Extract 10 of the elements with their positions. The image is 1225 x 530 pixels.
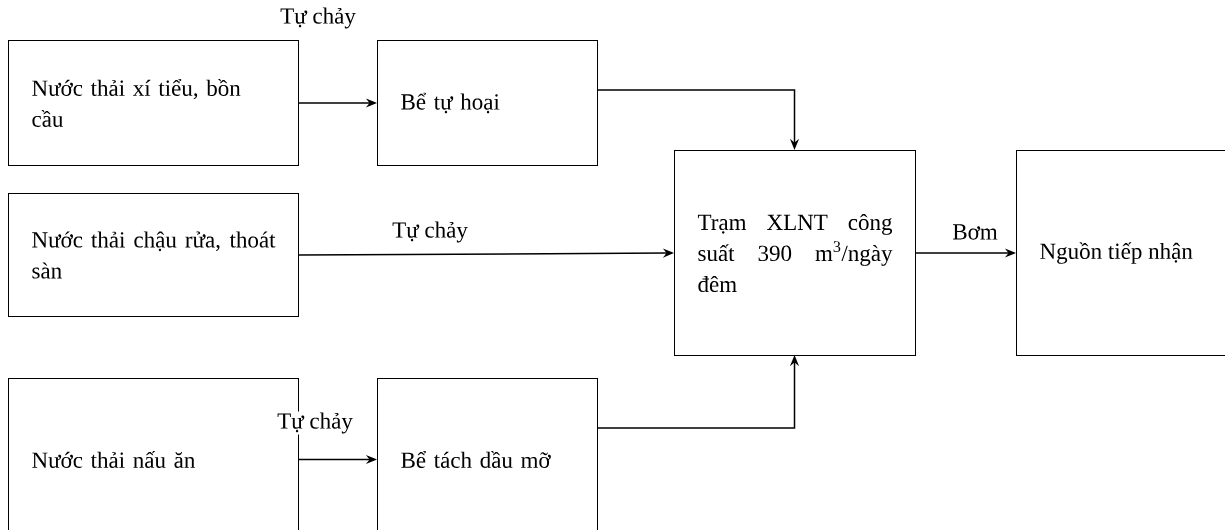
edge-label: Tự chảy xyxy=(279,6,357,30)
process-box: Trạm XLNT công suất 390 m$^{3}$/ngày đêm xyxy=(674,150,916,356)
edge-label: Bơm xyxy=(951,223,999,241)
process-box: Bể tách dầu mỡ xyxy=(377,378,598,530)
edge-label: Tự chảy xyxy=(276,411,354,435)
process-box: Nước thải xí tiểu, bồn cầu xyxy=(8,40,299,166)
process-box: Nguồn tiếp nhận xyxy=(1016,150,1225,356)
process-box: Nước thải chậu rửa, thoát sàn xyxy=(8,193,299,317)
edge-label: Tự chảy xyxy=(391,220,469,244)
process-box: Bể tự hoại xyxy=(377,40,598,166)
